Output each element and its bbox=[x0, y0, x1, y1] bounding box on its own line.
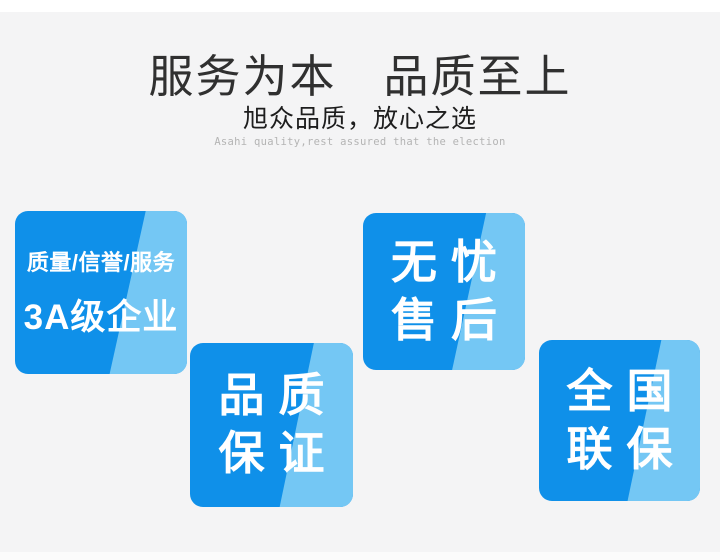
badge-line: 无忧 bbox=[391, 235, 511, 288]
bottom-white-strip bbox=[0, 552, 720, 560]
badge-nationwide-warranty: 全国 联保 bbox=[539, 340, 700, 501]
badge-line: 联保 bbox=[566, 422, 687, 475]
badge-worry-free-aftersales: 无忧 售后 bbox=[363, 213, 525, 370]
badge-text-block: 品质 保证 bbox=[190, 343, 353, 507]
badge-text-block: 质量/信誉/服务 3A级企业 bbox=[15, 211, 187, 374]
badge-text-block: 全国 联保 bbox=[539, 340, 700, 501]
badge-3a-enterprise: 质量/信誉/服务 3A级企业 bbox=[15, 211, 187, 374]
badge-line-quality-reputation-service: 质量/信誉/服务 bbox=[26, 250, 176, 275]
badge-line: 保证 bbox=[218, 427, 339, 479]
badge-text-block: 无忧 售后 bbox=[363, 213, 525, 370]
subtitle-english: Asahi quality,rest assured that the elec… bbox=[214, 136, 506, 148]
badge-line: 全国 bbox=[566, 364, 687, 417]
badge-line: 售后 bbox=[391, 293, 511, 346]
subtitle-chinese: 旭众品质，放心之选 bbox=[242, 104, 477, 133]
page-title: 服务为本 品质至上 bbox=[148, 51, 572, 102]
badge-line: 品质 bbox=[218, 369, 339, 422]
badge-quality-guarantee: 品质 保证 bbox=[190, 343, 353, 507]
badge-line-3a-enterprise: 3A级企业 bbox=[23, 298, 179, 337]
top-white-strip bbox=[0, 0, 720, 12]
